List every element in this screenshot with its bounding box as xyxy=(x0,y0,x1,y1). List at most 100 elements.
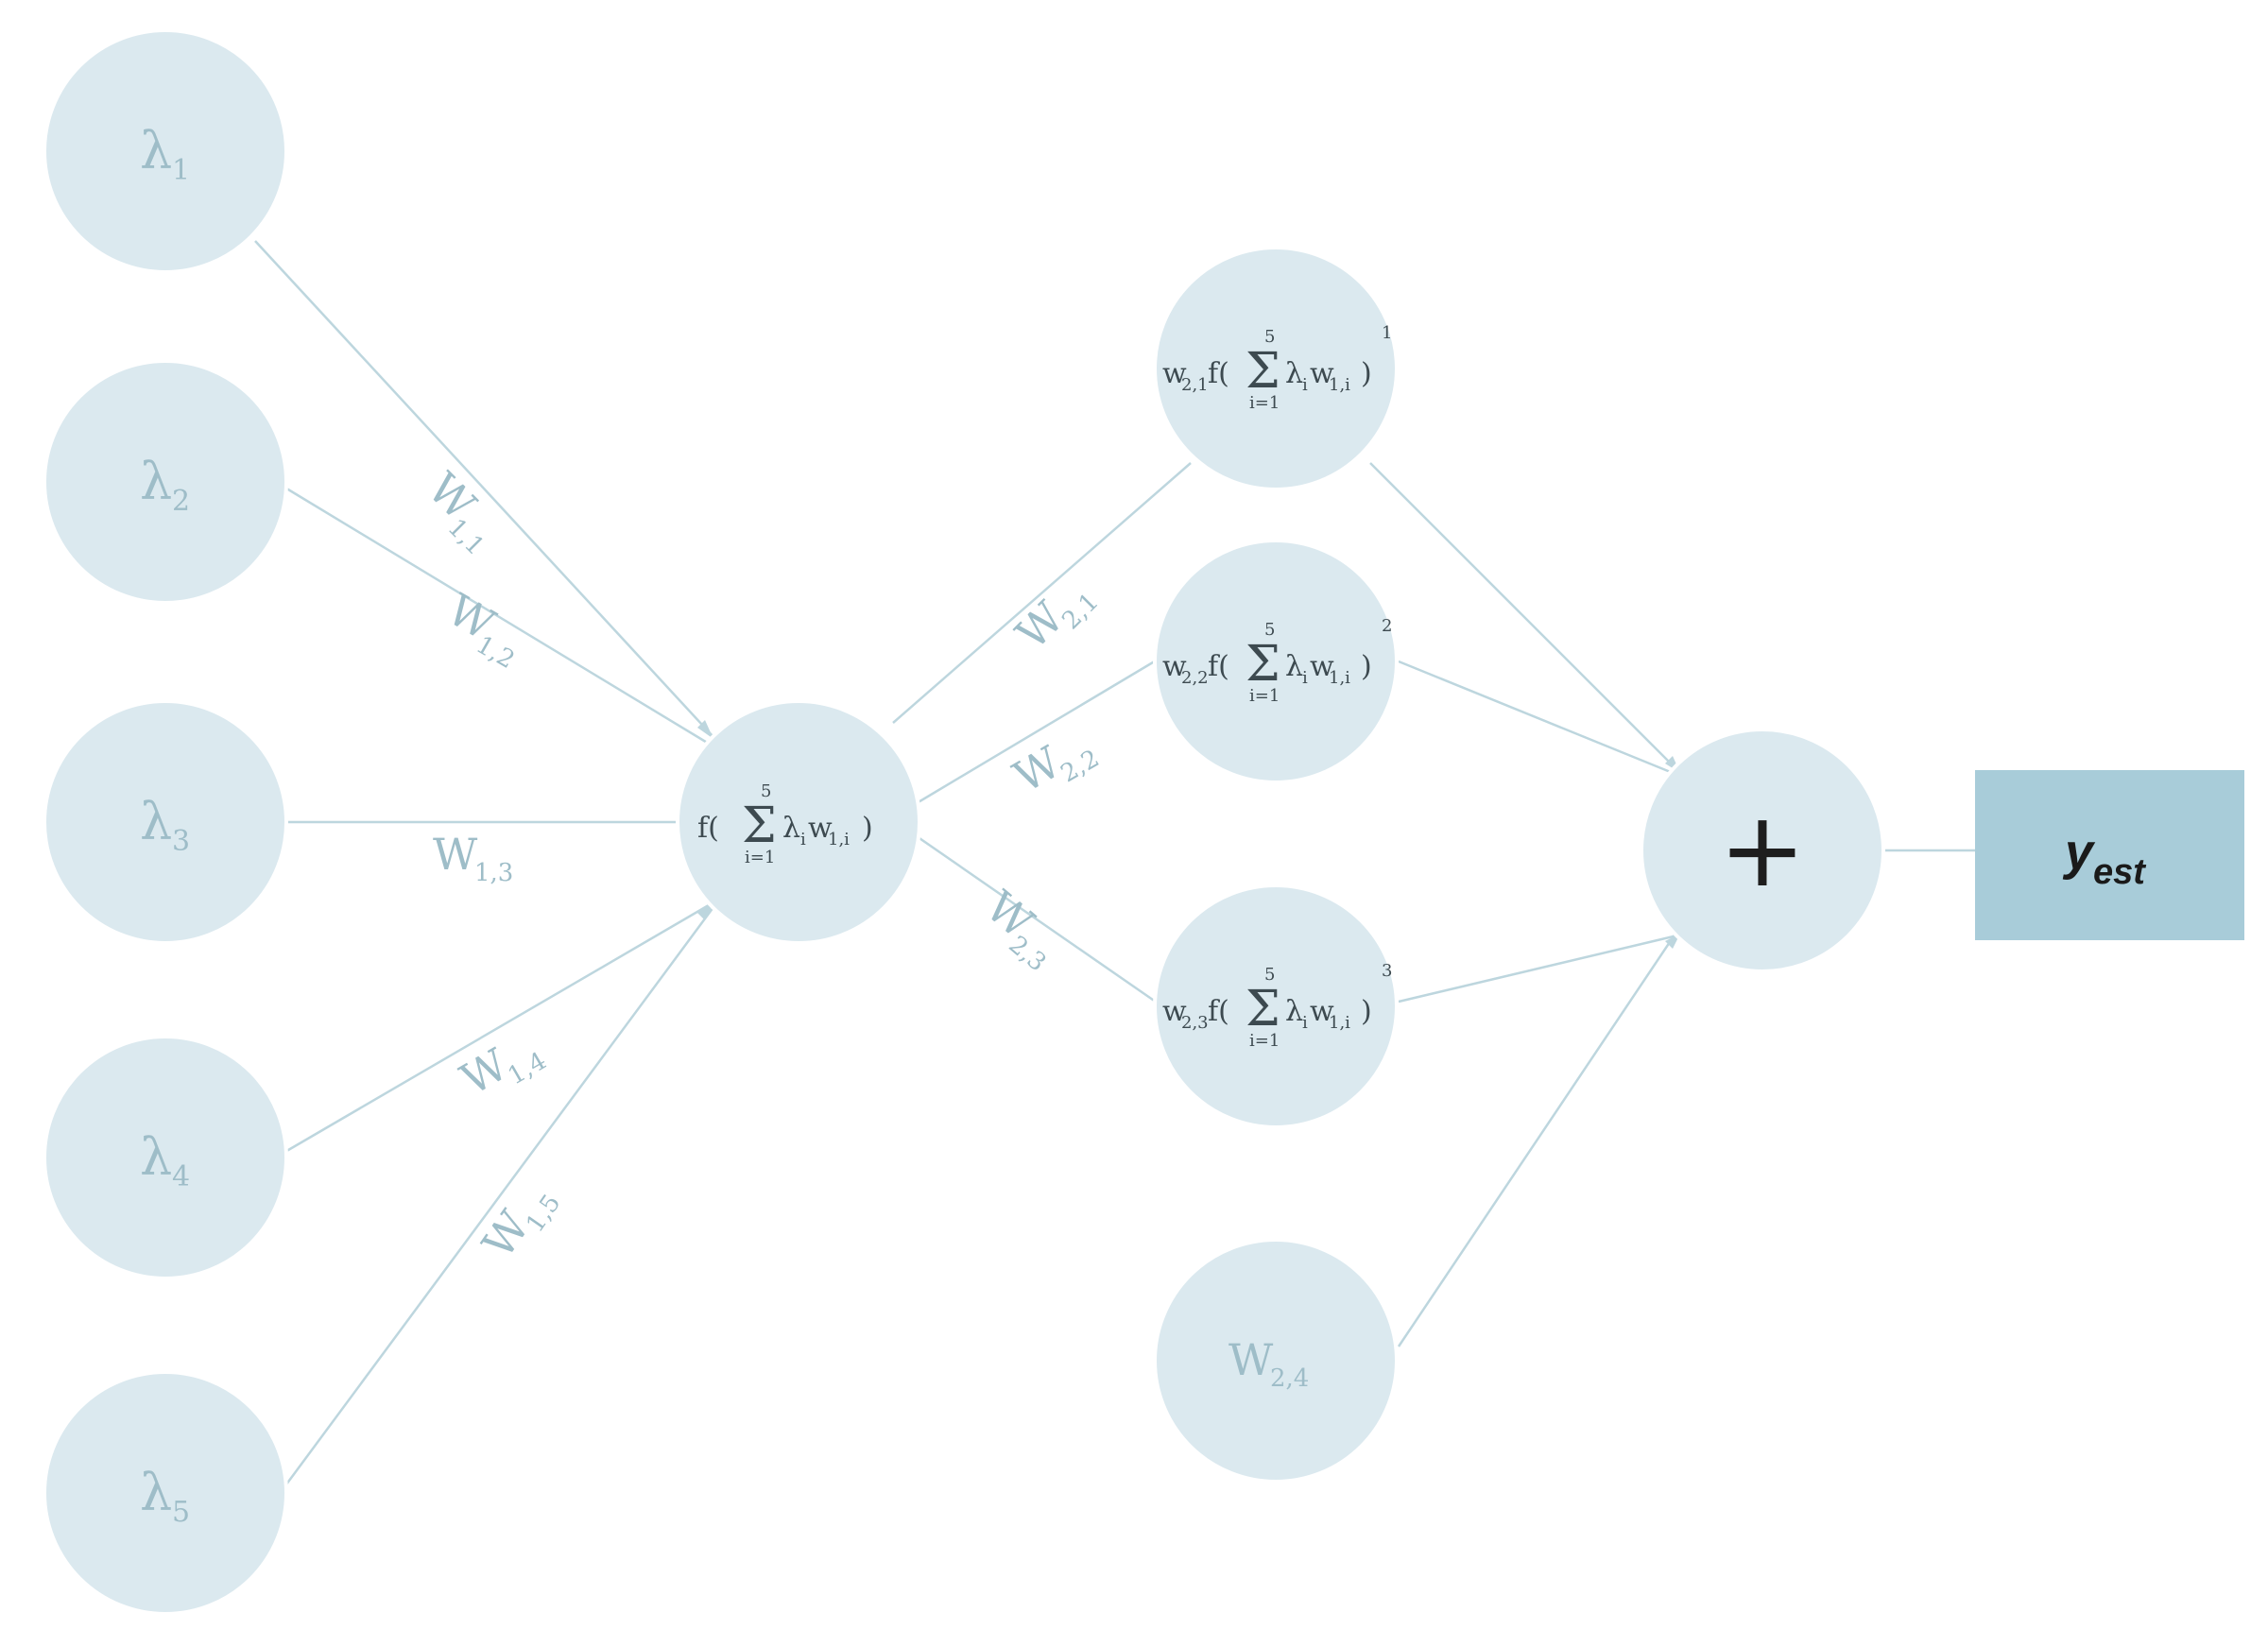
poly-prefix: w xyxy=(1162,357,1187,390)
hidden-weight: w xyxy=(808,812,833,845)
edge-hidden-to-poly-1 xyxy=(892,462,1192,724)
input-subscript: 4 xyxy=(172,1160,190,1193)
poly-sigma: Σ xyxy=(1246,981,1280,1038)
poly-func: f( xyxy=(1208,357,1229,390)
output-box: y est xyxy=(1975,770,2244,940)
sum-node: + xyxy=(1640,728,1885,973)
poly-func: f( xyxy=(1208,650,1229,683)
bias-symbol: W xyxy=(1228,1334,1274,1385)
poly-term: λ xyxy=(1285,995,1303,1028)
arrowhead-hidden-bottom xyxy=(697,903,713,920)
svg-text:W: W xyxy=(418,463,486,531)
poly-term-sub: i xyxy=(1302,668,1308,688)
poly-close: ) xyxy=(1361,357,1372,390)
edge-input-5-to-hidden xyxy=(282,906,715,1489)
plus-icon: + xyxy=(1719,789,1806,910)
svg-text:W: W xyxy=(1006,592,1074,660)
input-node-5: λ 5 xyxy=(43,1370,288,1616)
svg-text:W: W xyxy=(433,829,478,880)
sum-edges xyxy=(1369,462,1975,1347)
poly-close: ) xyxy=(1361,995,1372,1028)
poly-power: 1 xyxy=(1382,323,1392,343)
input-node-3: λ 3 xyxy=(43,699,288,945)
poly-node-1: w 2,1 f( Σ 5 i=1 λ i w 1,i ) 1 xyxy=(1153,246,1399,491)
edge-input-1-to-hidden xyxy=(254,240,714,738)
edge-poly-1-to-sum xyxy=(1369,462,1678,771)
output-symbol: y xyxy=(2062,824,2096,881)
poly-power: 2 xyxy=(1382,616,1392,636)
poly-close: ) xyxy=(1361,650,1372,683)
weight-label-1-5: W 1,5 xyxy=(472,1190,567,1268)
poly-node-2: w 2,2 f( Σ 5 i=1 λ i w 1,i ) 2 xyxy=(1153,539,1399,784)
poly-weight-sub: 1,i xyxy=(1329,1013,1350,1033)
hidden-term: λ xyxy=(782,812,800,845)
poly-sigma-bottom: i=1 xyxy=(1249,686,1280,706)
input-node-1: λ 1 xyxy=(43,28,288,274)
hidden-edges xyxy=(892,462,1192,1008)
input-symbol: λ xyxy=(140,792,172,851)
hidden-term-sub: i xyxy=(800,830,806,849)
poly-sigma: Σ xyxy=(1246,343,1280,400)
input-symbol: λ xyxy=(140,1463,172,1522)
svg-text:1,3: 1,3 xyxy=(474,859,513,887)
poly-weight-sub: 1,i xyxy=(1329,375,1350,395)
poly-weight: w xyxy=(1310,995,1334,1028)
edge-hidden-to-poly-2 xyxy=(916,655,1163,805)
input-subscript: 1 xyxy=(172,154,190,187)
poly-term: λ xyxy=(1285,357,1303,390)
hidden-func: f( xyxy=(697,812,719,845)
input-subscript: 2 xyxy=(172,485,190,518)
poly-term-sub: i xyxy=(1302,1013,1308,1033)
poly-sigma-bottom: i=1 xyxy=(1249,1031,1280,1051)
edge-hidden-to-poly-3 xyxy=(916,834,1163,1008)
arrowhead-hidden-top xyxy=(697,720,713,739)
svg-text:W: W xyxy=(976,881,1043,949)
edge-poly-3-to-sum xyxy=(1398,934,1678,1004)
poly-prefix: w xyxy=(1162,650,1187,683)
poly-power: 3 xyxy=(1382,961,1392,981)
poly-sigma-top: 5 xyxy=(1264,620,1275,640)
poly-weight-sub: 1,i xyxy=(1329,668,1350,688)
input-node-2: λ 2 xyxy=(43,359,288,605)
input-subscript: 3 xyxy=(172,825,190,858)
poly-weight: w xyxy=(1310,357,1334,390)
poly-weight: w xyxy=(1310,650,1334,683)
bias-subscript: 2,4 xyxy=(1270,1364,1309,1393)
weight-label-1-3: W 1,3 xyxy=(433,829,513,887)
edge-bias-to-sum xyxy=(1397,930,1679,1347)
poly-func: f( xyxy=(1208,995,1229,1028)
edge-poly-2-to-sum xyxy=(1398,660,1678,777)
weight-label-1-4: W 1,4 xyxy=(453,1038,552,1106)
hidden-weight-sub: 1,i xyxy=(828,830,850,849)
poly-prefix-sub: 2,1 xyxy=(1181,375,1209,395)
poly-sigma-top: 5 xyxy=(1264,327,1275,347)
hidden-sigma-top: 5 xyxy=(761,781,771,801)
input-subscript: 5 xyxy=(172,1496,190,1529)
poly-prefix-sub: 2,3 xyxy=(1181,1013,1209,1033)
hidden-sigma: Σ xyxy=(742,798,777,854)
poly-term-sub: i xyxy=(1302,375,1308,395)
hidden-close: ) xyxy=(862,812,873,845)
output-subscript: est xyxy=(2093,852,2146,892)
weight-label-2-3: W 2,3 xyxy=(976,881,1052,977)
poly-sigma: Σ xyxy=(1246,636,1280,693)
poly-prefix: w xyxy=(1162,995,1187,1028)
input-node-4: λ 4 xyxy=(43,1035,288,1280)
edge-input-2-to-hidden xyxy=(283,485,714,748)
weight-label-2-2: W 2,2 xyxy=(1005,736,1105,803)
hidden-sigma-bottom: i=1 xyxy=(745,848,775,867)
bias-node: W 2,4 xyxy=(1153,1238,1399,1484)
input-symbol: λ xyxy=(140,121,172,180)
input-edges xyxy=(254,240,715,1489)
poly-node-3: w 2,3 f( Σ 5 i=1 λ i w 1,i ) 3 xyxy=(1153,884,1399,1129)
poly-sigma-top: 5 xyxy=(1264,965,1275,985)
input-symbol: λ xyxy=(140,1127,172,1187)
poly-sigma-bottom: i=1 xyxy=(1249,393,1280,413)
poly-term: λ xyxy=(1285,650,1303,683)
input-symbol: λ xyxy=(140,452,172,511)
weight-label-1-1: W 1,1 xyxy=(418,463,490,561)
edge-input-4-to-hidden xyxy=(283,901,714,1155)
poly-prefix-sub: 2,2 xyxy=(1181,668,1209,688)
hidden-node: f( Σ 5 i=1 λ i w 1,i ) xyxy=(676,699,921,945)
